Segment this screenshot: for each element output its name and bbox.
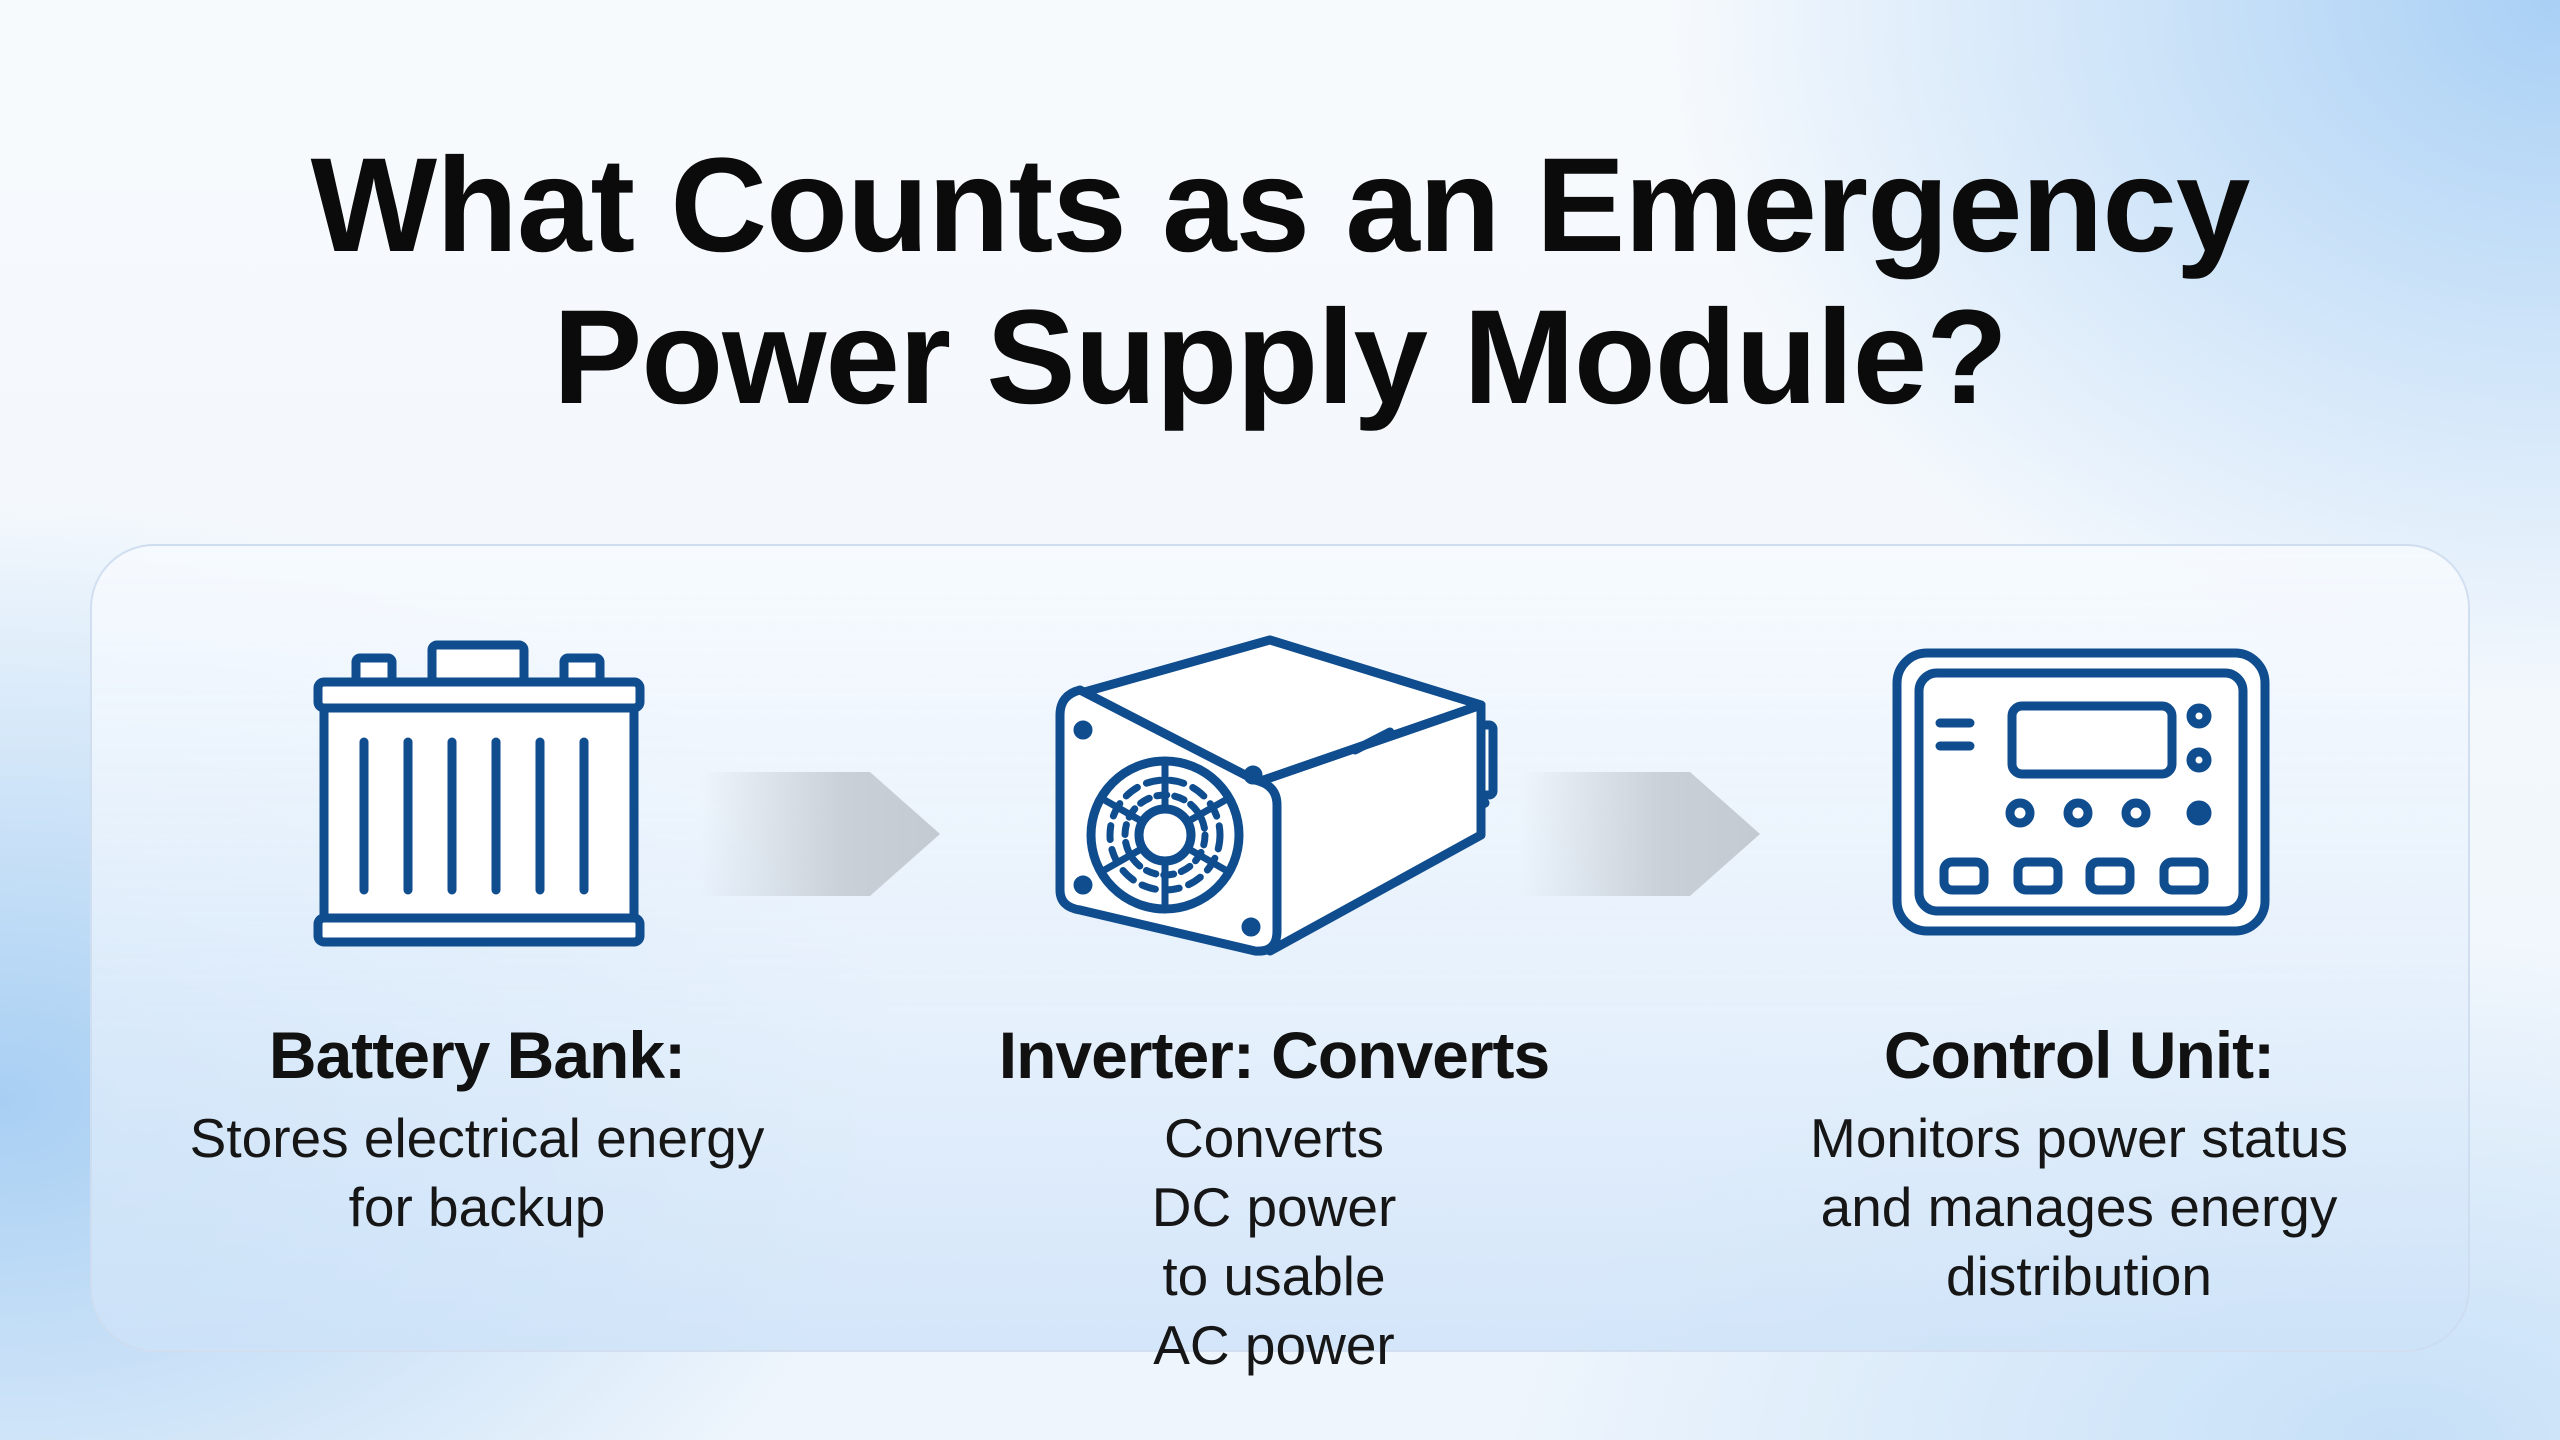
arrow-right-icon bbox=[700, 772, 940, 896]
component-heading: Battery Bank: bbox=[268, 1018, 686, 1092]
battery-icon bbox=[313, 640, 645, 947]
component-inverter: Inverter: Converts Converts DC power to … bbox=[894, 1010, 1654, 1380]
control-unit-icon bbox=[1892, 648, 2270, 936]
component-description: Converts DC power to usable AC power bbox=[1151, 1107, 1397, 1376]
component-heading: Control Unit: bbox=[1883, 1018, 2275, 1092]
arrow-right-icon bbox=[1520, 772, 1760, 896]
component-battery-bank: Battery Bank: Stores electrical energy f… bbox=[97, 1010, 857, 1242]
title-line-1: What Counts as an Emergency bbox=[310, 131, 2251, 280]
component-description: Stores electrical energy for backup bbox=[189, 1107, 765, 1238]
inverter-icon bbox=[1055, 635, 1498, 956]
page-title: What Counts as an Emergency Power Supply… bbox=[0, 130, 2560, 434]
component-control-unit: Control Unit: Monitors power status and … bbox=[1699, 1010, 2459, 1311]
title-line-2: Power Supply Module? bbox=[552, 283, 2008, 432]
component-description: Monitors power status and manages energy… bbox=[1810, 1107, 2348, 1307]
component-heading: Inverter: Converts bbox=[998, 1018, 1551, 1092]
